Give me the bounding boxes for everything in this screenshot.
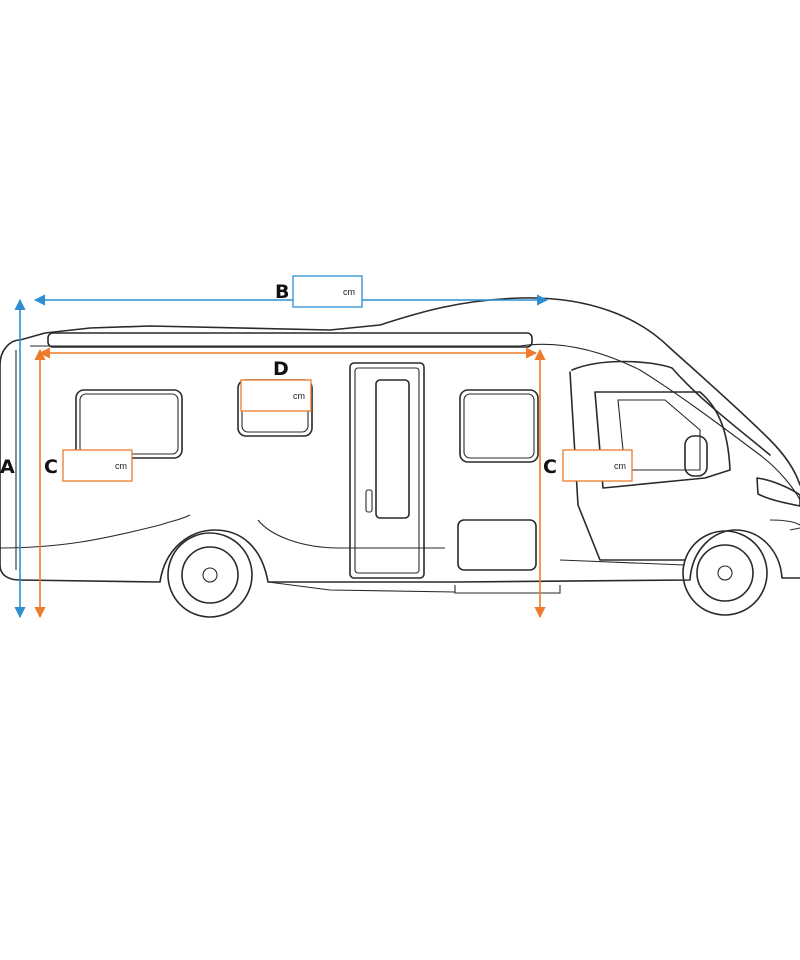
dimension-c-left: C cm xyxy=(34,348,133,619)
dimension-d-unit: cm xyxy=(293,391,305,401)
dimension-a: A xyxy=(0,298,26,619)
dimension-a-label: A xyxy=(0,456,15,478)
dimension-b-input-box[interactable] xyxy=(292,275,363,308)
dimension-c-right-label: C xyxy=(543,456,557,478)
dimension-c-right-input-box[interactable] xyxy=(562,449,633,482)
dimension-c-left-input-box[interactable] xyxy=(62,449,133,482)
dimension-d-label: D xyxy=(273,358,289,380)
dimension-c-right: C cm xyxy=(534,348,633,619)
dimension-b-unit: cm xyxy=(343,287,355,297)
dimension-d: D cm xyxy=(38,347,538,412)
dimension-b-label: B xyxy=(275,281,289,303)
dimension-b: B cm xyxy=(33,275,549,308)
dimension-d-input-box[interactable] xyxy=(240,379,312,412)
dimension-c-left-unit: cm xyxy=(115,461,127,471)
dimension-c-left-label: C xyxy=(44,456,58,478)
dimension-c-right-unit: cm xyxy=(614,461,626,471)
